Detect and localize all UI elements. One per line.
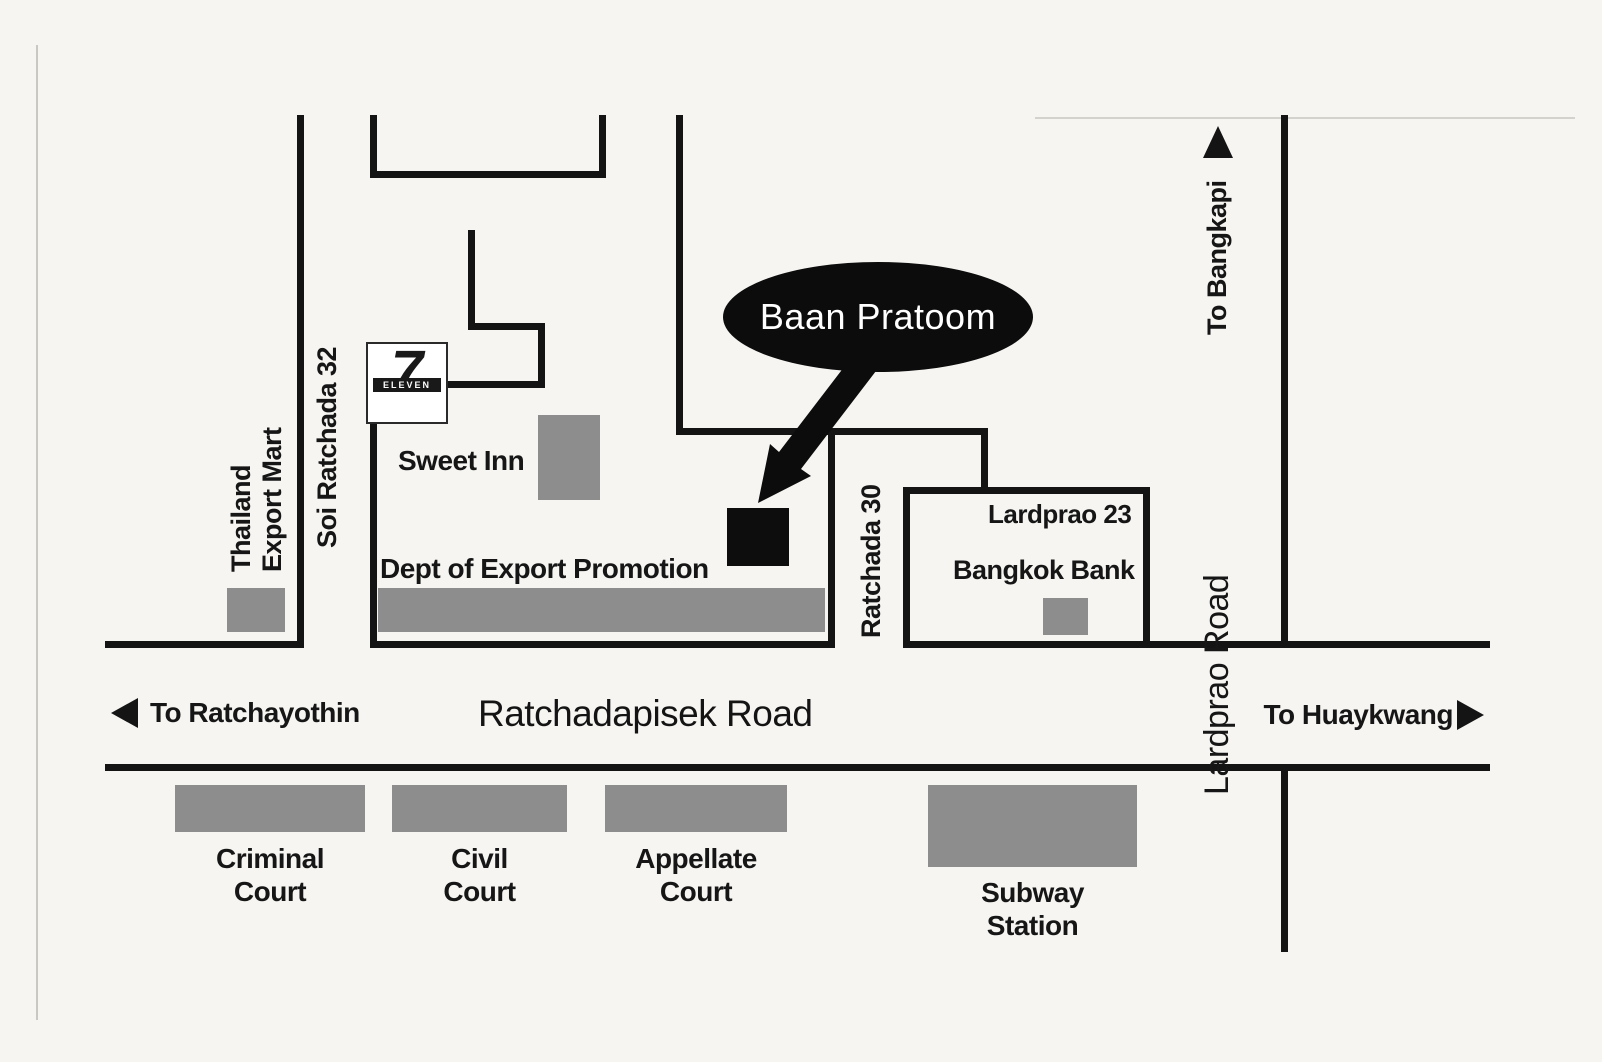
- arrow-up-icon: [1203, 126, 1233, 158]
- road-ratchada30-left-edge: [828, 435, 835, 648]
- road-block-right-edge: [1143, 487, 1150, 648]
- building-subway-station: [928, 785, 1137, 867]
- scan-artifact-line: [1035, 117, 1575, 119]
- road-lardprao-lower: [1281, 764, 1288, 952]
- building-dept-of-export-promotion: [378, 588, 825, 632]
- road-ratchadapisek-top-2: [377, 641, 828, 648]
- road-ratchadapisek-top-1: [105, 641, 297, 648]
- scan-edge-line: [36, 45, 38, 1020]
- building-civil-court: [392, 785, 567, 832]
- road-soi-ratchada32-right-edge: [370, 388, 377, 648]
- balloon-baan-pratoom: Baan Pratoom: [723, 262, 1033, 372]
- building-bangkok-bank: [1043, 598, 1088, 635]
- building-sweet-inn: [538, 415, 600, 500]
- label-lardprao-23: Lardprao 23: [988, 499, 1132, 529]
- label-appellate-court: Appellate Court: [635, 843, 757, 908]
- label-bangkok-bank: Bangkok Bank: [953, 555, 1135, 585]
- building-thailand-export-mart: [227, 588, 285, 632]
- label-dept-of-export-promotion: Dept of Export Promotion: [380, 553, 709, 584]
- seven-eleven-word: ELEVEN: [372, 378, 442, 393]
- road-zigzag-vertical-a: [468, 230, 475, 330]
- label-sweet-inn: Sweet Inn: [398, 445, 525, 476]
- label-subway-station: Subway Station: [981, 877, 1084, 942]
- road-zigzag-horizontal-a: [468, 323, 545, 330]
- label-to-huaykwang: To Huaykwang: [1263, 699, 1453, 730]
- road-zigzag-horizontal-b: [440, 381, 545, 388]
- road-mid-horizontal-a: [676, 428, 988, 435]
- label-lardprao-road: Lardprao Road: [1198, 574, 1236, 795]
- seven-eleven-logo: 7 ELEVEN: [366, 339, 448, 424]
- building-appellate-court: [605, 785, 787, 832]
- arrow-left-icon: [111, 698, 138, 728]
- road-ratchadapisek-bottom: [105, 764, 1490, 771]
- label-soi-ratchada-32: Soi Ratchada 32: [312, 346, 342, 548]
- label-to-bangkapi: To Bangkapi: [1202, 180, 1232, 335]
- road-ratchada30-right-edge: [903, 487, 910, 648]
- label-ratchada-30: Ratchada 30: [856, 484, 886, 638]
- road-lardprao23-edge: [903, 487, 1150, 494]
- road-zigzag-vertical-b: [538, 323, 545, 388]
- label-thailand-export-mart: Thailand Export Mart: [226, 427, 288, 572]
- balloon-label: Baan Pratoom: [759, 296, 997, 337]
- road-lardprao-upper: [1281, 115, 1288, 648]
- building-criminal-court: [175, 785, 365, 832]
- building-baan-pratoom: [727, 508, 789, 566]
- seven-eleven-digit: 7: [390, 339, 424, 404]
- arrow-right-icon: [1457, 700, 1484, 730]
- label-civil-court: Civil Court: [443, 843, 516, 908]
- road-top-stub-a: [370, 115, 377, 178]
- label-to-ratchayothin: To Ratchayothin: [150, 697, 360, 728]
- road-top-stub-b: [599, 115, 606, 178]
- road-ratchadapisek-top-3: [910, 641, 1490, 648]
- road-soi-ratchada32-left-edge: [297, 115, 304, 648]
- road-top-connector: [370, 171, 606, 178]
- road-top-stub-c: [676, 115, 683, 435]
- road-step-vertical: [981, 428, 988, 494]
- label-criminal-court: Criminal Court: [215, 843, 325, 908]
- label-ratchadapisek-road: Ratchadapisek Road: [478, 693, 813, 734]
